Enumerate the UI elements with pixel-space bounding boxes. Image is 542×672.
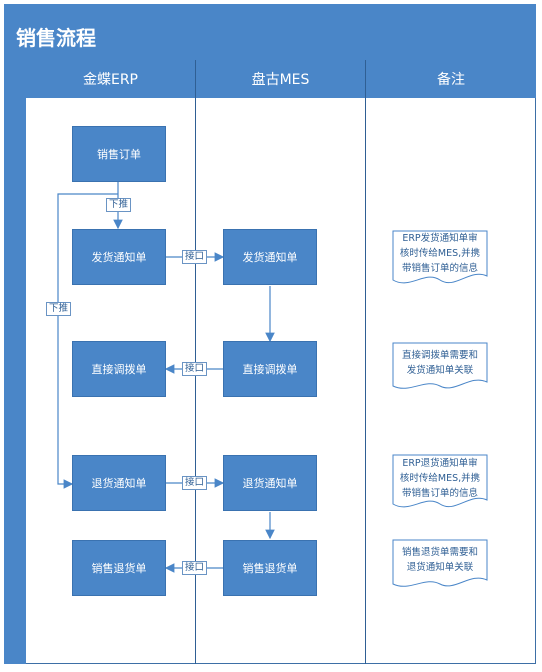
- lane-header-mes: 盘古MES: [196, 60, 366, 98]
- note-4-line-2: 退货通知单关联: [406, 562, 474, 573]
- label-interface-4: 接口: [182, 561, 208, 575]
- process-mes-direct-transfer: 直接调拨单: [223, 341, 317, 397]
- label-interface-3: 接口: [182, 476, 208, 490]
- label-interface-1: 接口: [182, 250, 208, 264]
- process-mes-ship-notice: 发货通知单: [223, 229, 317, 285]
- note-1-line-1: ERP发货通知单审: [402, 233, 478, 244]
- process-mes-return-notice: 退货通知单: [223, 455, 317, 511]
- note-1-line-2: 核时传给MES,并携: [399, 248, 481, 259]
- label-interface-2: 接口: [182, 362, 208, 376]
- note-4: 销售退货单需要和 退货通知单关联: [393, 545, 487, 575]
- process-erp-direct-transfer: 直接调拨单: [72, 341, 166, 397]
- note-3-line-1: ERP退货通知单审: [402, 458, 478, 469]
- lane-erp: [26, 98, 196, 664]
- arrow-order-to-return: [57, 193, 118, 489]
- note-3-line-3: 带销售订单的信息: [401, 488, 478, 499]
- note-3-line-2: 核时传给MES,并携: [399, 473, 481, 484]
- label-push-down-1: 下推: [106, 198, 132, 212]
- lane-mes: [196, 98, 366, 664]
- title-bar: 销售流程: [4, 4, 536, 60]
- note-shape-1: [392, 230, 488, 284]
- process-mes-sales-return: 销售退货单: [223, 540, 317, 596]
- note-1: ERP发货通知单审 核时传给MES,并携 带销售订单的信息: [393, 231, 487, 276]
- note-shape-3: [392, 454, 488, 508]
- note-shape-4: [392, 539, 488, 587]
- process-erp-ship-notice: 发货通知单: [72, 229, 166, 285]
- process-erp-sales-return: 销售退货单: [72, 540, 166, 596]
- note-shape-2: [392, 342, 488, 389]
- lane-header-erp: 金蝶ERP: [26, 60, 196, 98]
- note-3: ERP退货通知单审 核时传给MES,并携 带销售订单的信息: [393, 456, 487, 501]
- process-erp-return-notice: 退货通知单: [72, 455, 166, 511]
- swimlane-side-bar: [4, 60, 26, 664]
- note-2-line-2: 发货通知单关联: [406, 365, 474, 376]
- lane-header-notes: 备注: [366, 60, 536, 98]
- note-2-line-1: 直接调拨单需要和: [401, 350, 478, 361]
- note-2: 直接调拨单需要和 发货通知单关联: [393, 348, 487, 378]
- note-1-line-3: 带销售订单的信息: [401, 263, 478, 274]
- process-erp-sales-order: 销售订单: [72, 126, 166, 182]
- label-push-down-2: 下推: [46, 302, 72, 316]
- note-4-line-1: 销售退货单需要和: [401, 547, 478, 558]
- diagram-title: 销售流程: [16, 26, 96, 50]
